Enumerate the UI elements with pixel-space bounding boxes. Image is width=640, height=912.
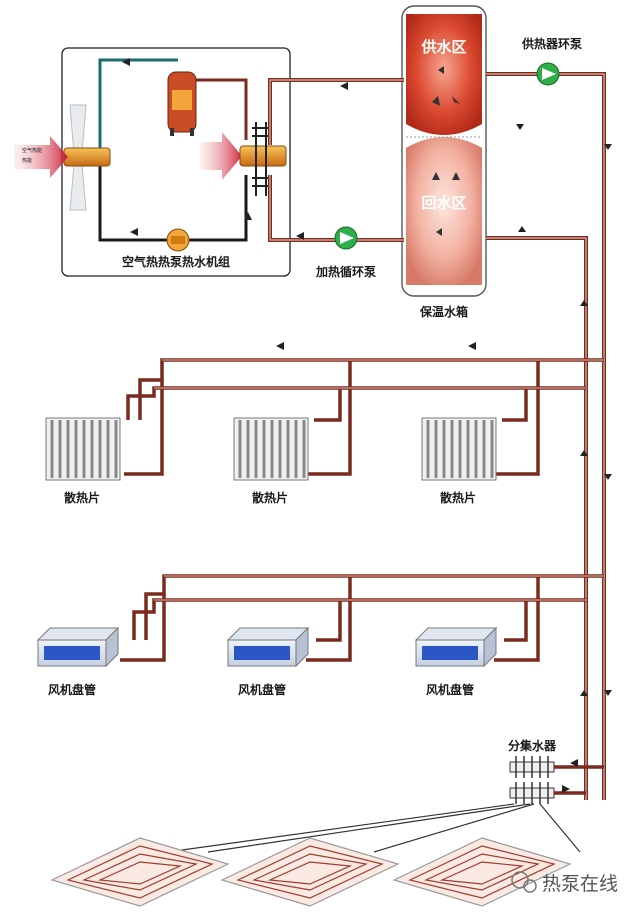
fan-coil-3 — [414, 626, 498, 668]
main-flow-arrows — [122, 58, 612, 696]
refrigerant-loop-cold — [98, 58, 178, 155]
svg-text:空气热能: 空气热能 — [22, 147, 42, 154]
svg-text:热能: 热能 — [22, 157, 32, 164]
floor-loop-2 — [220, 837, 400, 907]
tank-flow-marks — [432, 66, 460, 236]
fan-coil-1-label: 风机盘管 — [48, 682, 96, 697]
radiator-3 — [421, 417, 497, 481]
radiator-2-label: 散热片 — [252, 490, 288, 505]
supply-zone-label: 供水区 — [420, 38, 466, 56]
manifold-label: 分集水器 — [508, 738, 557, 753]
radiator-1 — [45, 417, 121, 481]
manifold-flow-arrows — [562, 759, 578, 793]
fan-coil-2 — [226, 626, 310, 668]
fan-coil-3-label: 风机盘管 — [426, 682, 474, 697]
primary-pipes-inner — [269, 79, 404, 241]
unit-label: 空气热热泵热水机组 — [122, 254, 230, 269]
condenser-heat-arrow — [200, 132, 242, 180]
supply-main-pipe-inner — [486, 73, 605, 800]
radiator-1-label: 散热片 — [64, 490, 100, 505]
heat-exchanger — [252, 122, 270, 196]
tank-label: 保温水箱 — [419, 304, 468, 319]
air-inlet-arrow — [14, 136, 68, 178]
floor-loop-3 — [392, 837, 572, 907]
fan-coil-branch-pipes — [120, 574, 604, 662]
evaporator-block — [63, 147, 111, 167]
floor-loop-1 — [50, 837, 230, 907]
radiator-3-label: 散热片 — [440, 490, 476, 505]
expansion-valve — [166, 228, 190, 252]
radiator-branch-inner — [154, 359, 604, 389]
radiator-branch-pipes — [124, 358, 604, 476]
refrigerant-loop-hot — [196, 78, 248, 140]
fan-coil-1 — [36, 626, 120, 668]
manifold — [509, 756, 555, 804]
return-zone-label: 回水区 — [421, 194, 466, 212]
condenser-block — [239, 145, 287, 167]
heating-circulation-pump[interactable] — [334, 226, 358, 250]
compressor — [167, 71, 197, 136]
fan-coil-branch-inner — [154, 575, 604, 601]
supply-circulation-pump[interactable] — [536, 62, 560, 86]
manifold-pipes — [554, 765, 604, 795]
watermark: 热泵在线 — [511, 871, 618, 895]
fan-coil-2-label: 风机盘管 — [238, 682, 286, 697]
storage-tank — [401, 5, 487, 297]
watermark-text: 热泵在线 — [542, 873, 618, 895]
heating-pump-label: 加热循环泵 — [315, 264, 376, 279]
radiator-2 — [233, 417, 309, 481]
supply-pump-label: 供热器环泵 — [521, 36, 582, 51]
radiator-flow-arrows — [276, 342, 476, 350]
